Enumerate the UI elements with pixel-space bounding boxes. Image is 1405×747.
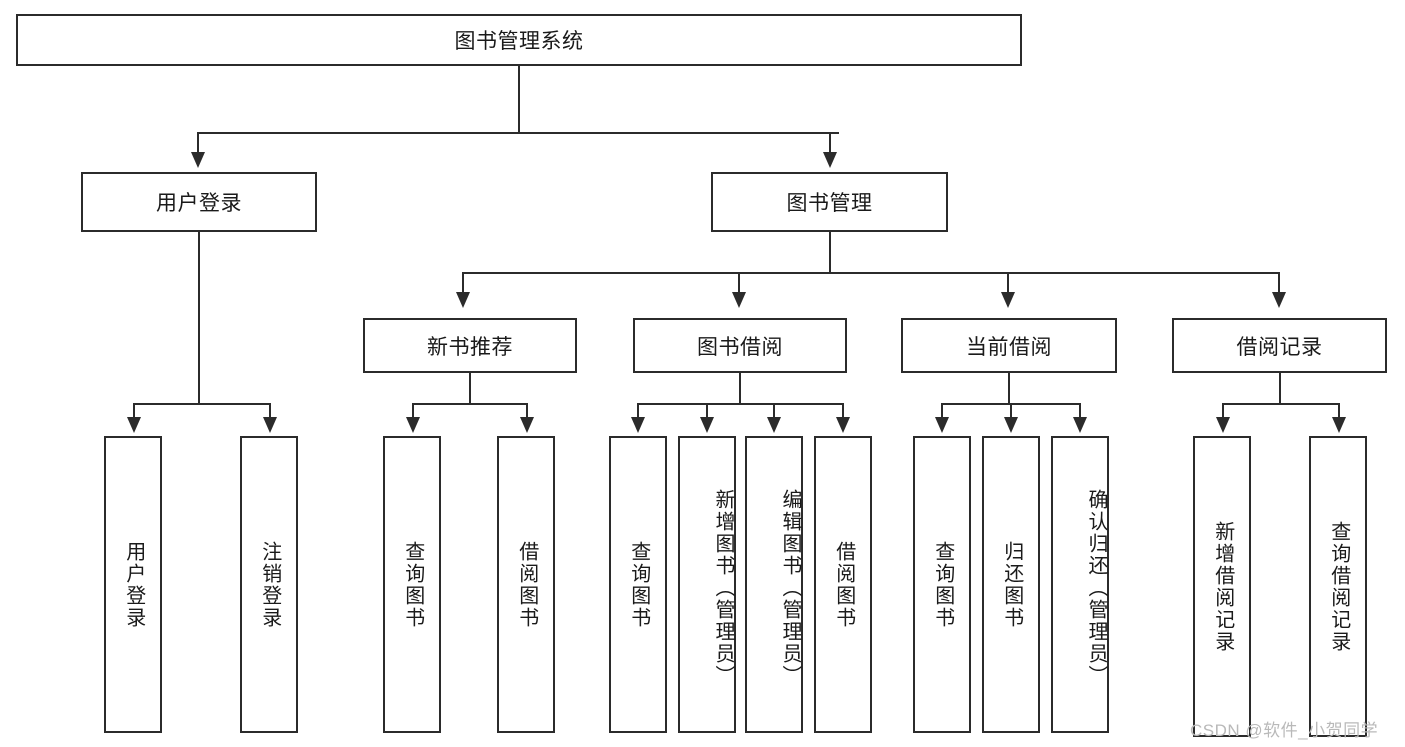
connector-current-borrow-stem bbox=[1008, 373, 1010, 405]
connector-borrow-record-drop-2 bbox=[1338, 403, 1340, 419]
leaf-borrow-book[interactable]: 借阅图书 bbox=[814, 436, 872, 733]
arrow-to-user-login bbox=[191, 152, 205, 168]
arrow-to-leaf-borrow-book-1 bbox=[520, 417, 534, 433]
leaf-query-book-new-recommend[interactable]: 查询图书 bbox=[383, 436, 441, 733]
node-label: 图书借阅 bbox=[697, 335, 783, 359]
leaf-user-login[interactable]: 用户登录 bbox=[104, 436, 162, 733]
connector-level3-drop-2 bbox=[738, 272, 740, 294]
leaf-query-book-current[interactable]: 查询图书 bbox=[913, 436, 971, 733]
node-label: 归还图书 bbox=[1000, 540, 1023, 629]
node-label: 新增图书（管理员） bbox=[712, 488, 734, 687]
connector-level2-bus bbox=[197, 132, 839, 134]
node-new-book-recommend[interactable]: 新书推荐 bbox=[363, 318, 577, 373]
arrow-to-leaf-query-book-2 bbox=[631, 417, 645, 433]
leaf-query-borrow-record[interactable]: 查询借阅记录 bbox=[1309, 436, 1367, 737]
node-label: 图书管理系统 bbox=[454, 30, 584, 53]
node-label: 借阅图书 bbox=[832, 540, 855, 629]
node-label: 新增借阅记录 bbox=[1211, 520, 1234, 653]
node-label: 查询图书 bbox=[627, 540, 650, 629]
node-root-book-management-system[interactable]: 图书管理系统 bbox=[16, 14, 1022, 66]
connector-root-stem bbox=[518, 66, 520, 134]
connector-user-login-bus bbox=[133, 403, 270, 405]
arrow-to-leaf-query-book-1 bbox=[406, 417, 420, 433]
node-current-borrow[interactable]: 当前借阅 bbox=[901, 318, 1117, 373]
node-label: 查询图书 bbox=[401, 540, 424, 629]
leaf-edit-book-admin[interactable]: 编辑图书（管理员） bbox=[745, 436, 803, 733]
arrow-to-leaf-add-book bbox=[700, 417, 714, 433]
node-label: 用户登录 bbox=[156, 192, 242, 215]
connector-new-book-bus bbox=[412, 403, 527, 405]
connector-level3-drop-3 bbox=[1007, 272, 1009, 294]
connector-book-borrow-drop-3 bbox=[773, 403, 775, 419]
connector-current-borrow-drop-2 bbox=[1010, 403, 1012, 419]
node-label: 图书管理 bbox=[786, 192, 873, 215]
connector-level3-bus bbox=[462, 272, 1280, 274]
arrow-to-borrow-record bbox=[1272, 292, 1286, 308]
connector-book-borrow-drop-1 bbox=[637, 403, 639, 419]
connector-borrow-record-stem bbox=[1279, 373, 1281, 405]
connector-book-management-stem bbox=[829, 232, 831, 274]
connector-current-borrow-drop-3 bbox=[1079, 403, 1081, 419]
node-label: 当前借阅 bbox=[966, 335, 1052, 359]
arrow-to-leaf-add-record bbox=[1216, 417, 1230, 433]
node-label: 借阅图书 bbox=[515, 540, 538, 629]
node-label: 查询借阅记录 bbox=[1327, 520, 1350, 653]
connector-borrow-record-bus bbox=[1222, 403, 1339, 405]
arrow-to-new-book-recommend bbox=[456, 292, 470, 308]
node-label: 编辑图书（管理员） bbox=[779, 488, 801, 687]
arrow-to-leaf-confirm-return bbox=[1073, 417, 1087, 433]
leaf-add-borrow-record[interactable]: 新增借阅记录 bbox=[1193, 436, 1251, 737]
arrow-to-leaf-return-book bbox=[1004, 417, 1018, 433]
arrow-to-current-borrow bbox=[1001, 292, 1015, 308]
arrow-to-book-management bbox=[823, 152, 837, 168]
arrow-to-book-borrow bbox=[732, 292, 746, 308]
connector-book-borrow-drop-2 bbox=[706, 403, 708, 419]
connector-borrow-record-drop-1 bbox=[1222, 403, 1224, 419]
arrow-to-leaf-edit-book bbox=[767, 417, 781, 433]
leaf-confirm-return-admin[interactable]: 确认归还（管理员） bbox=[1051, 436, 1109, 733]
connector-book-borrow-bus bbox=[637, 403, 844, 405]
connector-new-book-stem bbox=[469, 373, 471, 405]
connector-user-login-drop-1 bbox=[133, 403, 135, 419]
connector-current-borrow-drop-1 bbox=[941, 403, 943, 419]
connector-book-borrow-drop-4 bbox=[842, 403, 844, 419]
arrow-to-leaf-logout bbox=[263, 417, 277, 433]
leaf-logout[interactable]: 注销登录 bbox=[240, 436, 298, 733]
arrow-to-leaf-borrow-book-2 bbox=[836, 417, 850, 433]
node-book-borrow[interactable]: 图书借阅 bbox=[633, 318, 847, 373]
node-borrow-record[interactable]: 借阅记录 bbox=[1172, 318, 1387, 373]
node-label: 确认归还（管理员） bbox=[1085, 488, 1107, 687]
leaf-add-book-admin[interactable]: 新增图书（管理员） bbox=[678, 436, 736, 733]
node-label: 注销登录 bbox=[258, 540, 281, 629]
node-label: 用户登录 bbox=[122, 540, 145, 629]
connector-book-borrow-stem bbox=[739, 373, 741, 405]
node-label: 借阅记录 bbox=[1236, 335, 1323, 359]
connector-user-login-stem bbox=[198, 232, 200, 405]
connector-new-book-drop-1 bbox=[412, 403, 414, 419]
node-label: 新书推荐 bbox=[427, 335, 513, 359]
node-label: 查询图书 bbox=[931, 540, 954, 629]
node-user-login[interactable]: 用户登录 bbox=[81, 172, 317, 232]
connector-level2-drop-user-login bbox=[197, 132, 199, 154]
connector-level3-drop-4 bbox=[1278, 272, 1280, 294]
connector-new-book-drop-2 bbox=[526, 403, 528, 419]
leaf-return-book[interactable]: 归还图书 bbox=[982, 436, 1040, 733]
leaf-borrow-book-new-recommend[interactable]: 借阅图书 bbox=[497, 436, 555, 733]
node-book-management[interactable]: 图书管理 bbox=[711, 172, 948, 232]
arrow-to-leaf-query-book-3 bbox=[935, 417, 949, 433]
connector-level3-drop-1 bbox=[462, 272, 464, 294]
connector-user-login-drop-2 bbox=[269, 403, 271, 419]
arrow-to-leaf-user-login bbox=[127, 417, 141, 433]
leaf-query-book-borrow[interactable]: 查询图书 bbox=[609, 436, 667, 733]
arrow-to-leaf-query-record bbox=[1332, 417, 1346, 433]
connector-level2-drop-book-management bbox=[829, 132, 831, 154]
